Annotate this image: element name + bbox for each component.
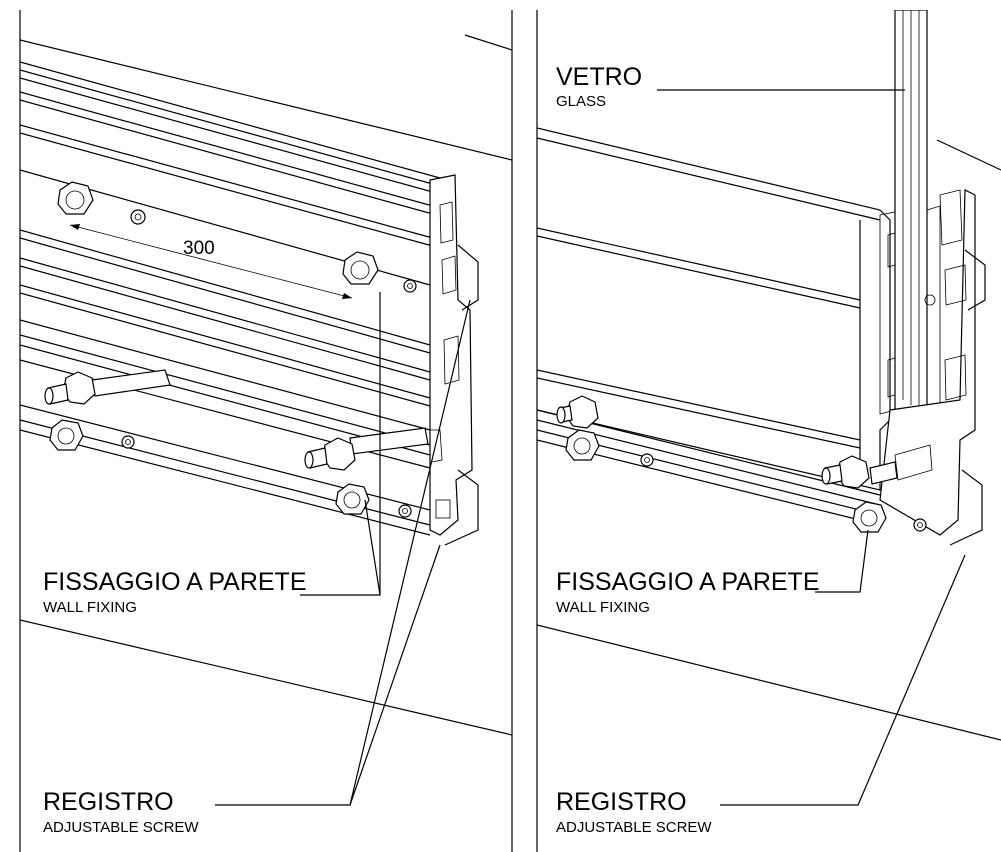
left-profile-drawing (20, 34, 512, 736)
hex-nut-lower-left (49, 419, 84, 451)
wall-fixing-leader-right (815, 529, 869, 593)
adjustable-screw-label-right: REGISTRO (556, 788, 687, 816)
dimension-label: 300 (183, 238, 215, 259)
glass-pane (894, 10, 928, 411)
right-profile-drawing (537, 10, 1001, 741)
adjustable-screw-sublabel-right: ADJUSTABLE SCREW (556, 819, 712, 836)
wall-fixing-sublabel-right: WALL FIXING (556, 599, 650, 616)
adjustable-screw-sublabel: ADJUSTABLE SCREW (43, 819, 199, 836)
hex-nut-lower-right (335, 483, 370, 515)
dimension-line (69, 224, 353, 299)
hex-nut-upper-left (57, 181, 94, 215)
adjustable-screw-right-panel-left (556, 395, 599, 429)
adjustable-screw-leader-right (720, 554, 966, 806)
wall-fixing-label: FISSAGGIO A PARETE (43, 568, 307, 596)
hex-nut-upper-right (342, 251, 379, 285)
adjustable-screw-left (44, 369, 171, 405)
wall-fixing-label-right: FISSAGGIO A PARETE (556, 568, 820, 596)
adjustable-screw-label: REGISTRO (43, 788, 174, 816)
glass-label: VETRO (556, 63, 642, 91)
left-panel: 300 FISSAGGIO A PARETE WALL FIXING REGIS… (19, 10, 513, 852)
adjustable-screw-right (304, 427, 429, 471)
hex-nut-right-panel-left (565, 429, 600, 461)
hex-nut-right-panel-right (852, 501, 887, 533)
glass-sublabel: GLASS (556, 93, 606, 110)
right-panel: VETRO GLASS FISSAGGIO A PARETE WALL FIXI… (536, 10, 1001, 852)
adjustable-screw-right-panel-right (821, 455, 898, 489)
wall-fixing-sublabel: WALL FIXING (43, 599, 137, 616)
